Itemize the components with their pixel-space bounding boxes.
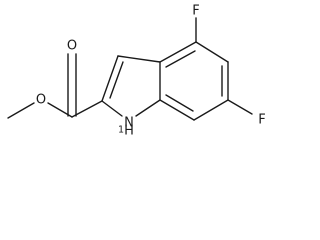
bond-c7-c7a-inner xyxy=(165,94,194,112)
chemical-structure: F F O O N 1 H xyxy=(7,4,266,139)
bond-n1-c7a xyxy=(135,99,161,117)
bond-c6-c7 xyxy=(193,99,229,121)
atom-label-carbonyl-oxygen: O xyxy=(67,39,77,54)
bond-c3a-c4-inner xyxy=(165,50,196,68)
atom-label-fluorine-top: F xyxy=(192,4,199,19)
bond-c3-c3a xyxy=(117,55,161,63)
atom-label-nh-number: 1 xyxy=(118,125,124,136)
bond-c7-c7a xyxy=(159,99,195,121)
bond-c2-n1 xyxy=(101,100,123,117)
atom-label-ester-oxygen: O xyxy=(36,93,46,108)
atom-label-fluorine-right: F xyxy=(258,113,265,128)
bond-c3a-c4 xyxy=(159,41,197,63)
bond-c4-c5 xyxy=(195,41,229,63)
bond-c2-c3 xyxy=(101,55,119,102)
bond-carbonyl-c2 xyxy=(71,100,103,118)
bond-methyl-oxygen xyxy=(7,102,35,119)
atom-label-nitrogen: N xyxy=(124,116,134,131)
atom-label-nh-hydrogen: H xyxy=(124,124,134,139)
bond-c6-fluorine xyxy=(227,99,253,115)
bond-c2-c3-inner xyxy=(109,61,124,99)
